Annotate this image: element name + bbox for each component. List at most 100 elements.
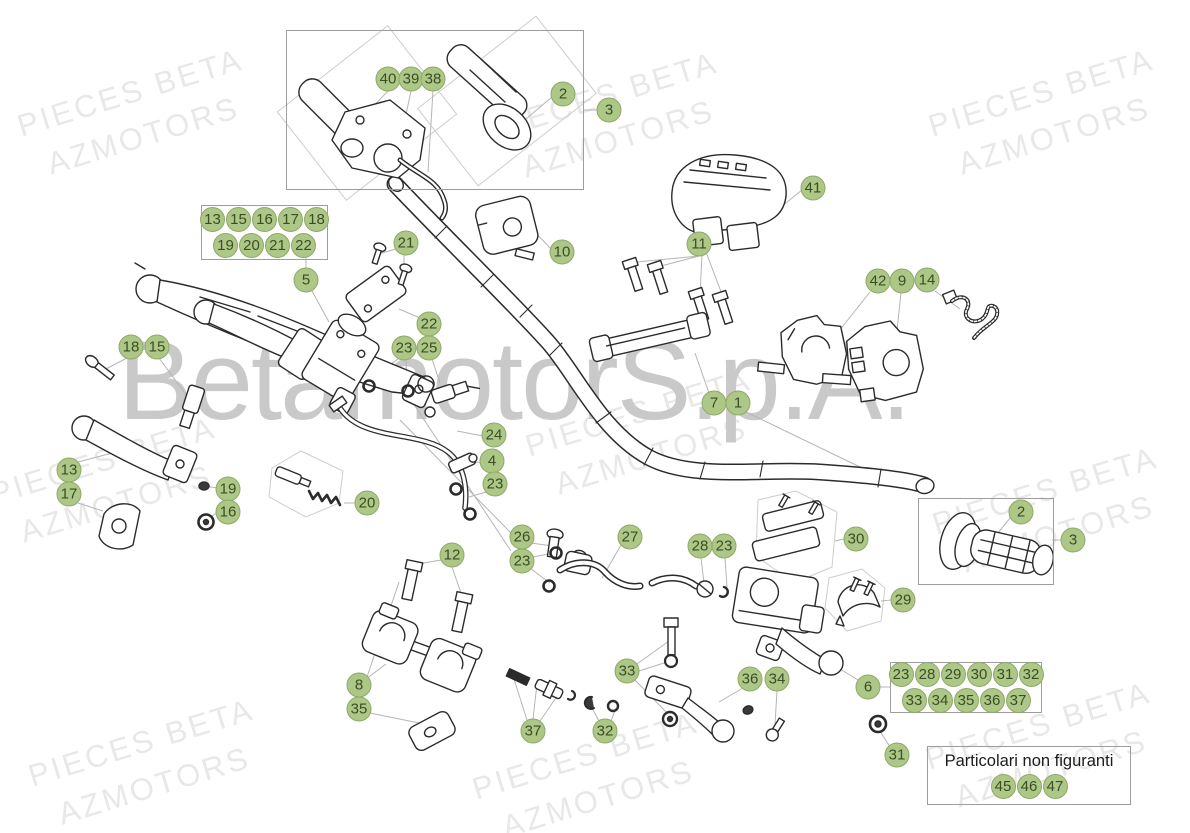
callout-13: 13 [56,457,82,483]
callout-38: 38 [420,66,446,92]
callout-35: 35 [953,688,979,713]
callout-5: 5 [293,267,319,293]
callout-31: 31 [884,742,910,768]
throttle-assembly [298,78,448,221]
callout-23: 23 [509,548,535,574]
callout-9: 9 [889,268,915,294]
callout-28: 28 [914,662,940,687]
callout-2: 2 [550,81,576,107]
callout-17: 17 [278,207,303,232]
callout-22: 22 [291,233,316,258]
callout-12: 12 [439,542,465,568]
brake-hose [542,528,729,599]
callout-34: 34 [927,688,953,713]
spiral-cable [941,289,1000,340]
callout-14: 14 [914,267,940,293]
right-grip [939,512,1055,576]
pushrod-spring [274,466,342,507]
callout-11: 11 [686,231,712,257]
right-grip-top [446,44,532,151]
callout-30: 30 [843,526,869,552]
spare-lever [644,675,786,743]
callout-21: 21 [265,233,290,258]
callout-35: 35 [346,696,372,722]
callout-42: 42 [865,268,891,294]
bar-end-nut [868,714,888,734]
handlebar [386,175,935,495]
callout-10: 10 [549,239,575,265]
callout-22: 22 [416,311,442,337]
front-brake-lever-left [71,415,215,550]
cable-small-parts [134,262,620,713]
lever-bolt [661,617,679,728]
lever-screw [84,354,115,381]
callout-4: 4 [479,448,505,474]
callout-29: 29 [940,662,966,687]
callout-23: 23 [391,335,417,361]
callout-20: 20 [354,490,380,516]
switch-housing-right [821,320,925,403]
callout-16: 16 [252,207,277,232]
callout-31: 31 [992,662,1018,687]
callout-37: 37 [520,718,546,744]
callout-33: 33 [901,688,927,713]
callout-2: 2 [1008,499,1034,525]
callout-41: 41 [800,175,826,201]
callout-18: 18 [304,207,329,232]
callout-3: 3 [1060,527,1086,553]
clips-and-switch [362,379,481,404]
callout-19: 19 [215,476,241,502]
callout-7: 7 [701,390,727,416]
bar-pads [751,493,825,562]
callout-6: 6 [855,674,881,700]
callout-28: 28 [687,533,713,559]
note-box-title: Particolari non figuranti [944,752,1114,770]
callout-23: 23 [888,662,914,687]
callout-21: 21 [393,230,419,256]
callout-15: 15 [144,334,170,360]
callout-15: 15 [226,207,251,232]
callout-23: 23 [711,533,737,559]
bar-clamp [835,576,881,627]
dashboard-bolts [621,256,734,326]
callout-16: 16 [215,499,241,525]
callout-3: 3 [596,97,622,123]
callout-36: 36 [737,666,763,692]
callout-36: 36 [979,688,1005,713]
front-master-cylinder [731,566,844,676]
callout-47: 47 [1042,774,1068,799]
callout-37: 37 [1005,688,1031,713]
callout-34: 34 [764,666,790,692]
callout-24: 24 [481,422,507,448]
callout-26: 26 [509,524,535,550]
clutch-cable [328,395,478,521]
callout-19: 19 [213,233,238,258]
callout-18: 18 [118,334,144,360]
bar-brace [588,311,711,363]
callout-40: 40 [375,66,401,92]
bar-risers [361,558,483,752]
callout-13: 13 [200,207,225,232]
switch-housing-left [756,314,848,385]
dashboard [671,153,787,252]
callout-8: 8 [346,672,372,698]
callout-25: 25 [416,335,442,361]
kill-switch [474,195,539,261]
callout-1: 1 [725,390,751,416]
callout-29: 29 [890,587,916,613]
callout-27: 27 [617,524,643,550]
callout-32: 32 [592,718,618,744]
callout-33: 33 [614,658,640,684]
callout-17: 17 [56,481,82,507]
callout-23: 23 [482,471,508,497]
callout-46: 46 [1016,774,1042,799]
grip-detail-box [918,498,1054,585]
callout-45: 45 [990,774,1016,799]
callout-39: 39 [398,66,424,92]
